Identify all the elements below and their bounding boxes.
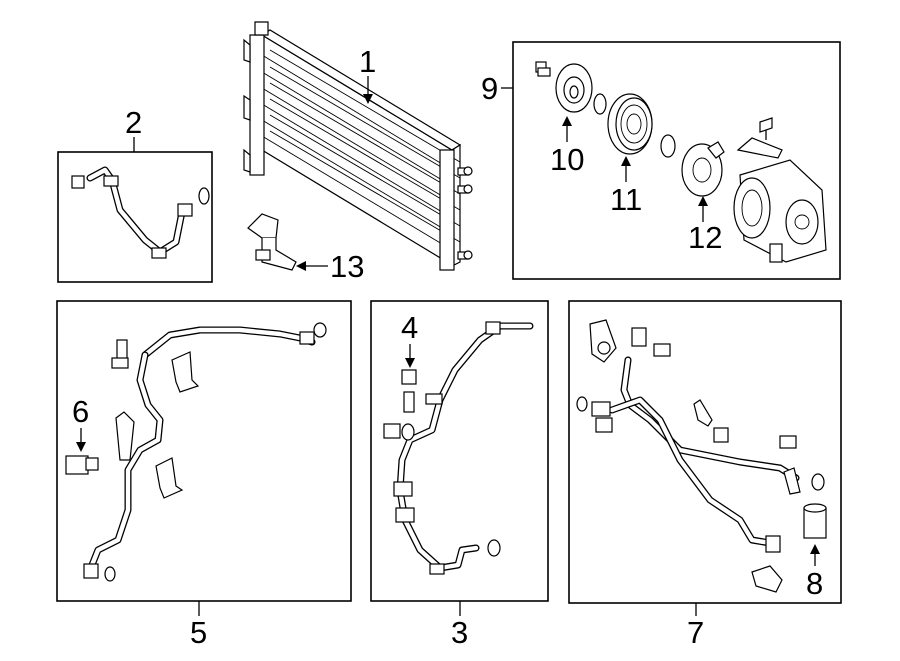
fitting-part-4 bbox=[401, 369, 417, 413]
callout-3: 3 bbox=[451, 601, 468, 650]
callout-label-13: 13 bbox=[330, 249, 364, 284]
callout-label-11: 11 bbox=[610, 182, 642, 217]
pressure-switch-part-6 bbox=[65, 455, 99, 475]
callout-10: 10 bbox=[550, 116, 584, 177]
callout-11: 11 bbox=[610, 156, 642, 217]
box-part-5 bbox=[56, 300, 352, 602]
callout-label-3: 3 bbox=[451, 615, 468, 650]
callout-6: 6 bbox=[72, 394, 89, 452]
callout-13: 13 bbox=[296, 249, 364, 284]
condenser bbox=[243, 21, 473, 271]
callout-label-5: 5 bbox=[190, 615, 207, 650]
box-part-7 bbox=[568, 300, 842, 604]
callout-label-10: 10 bbox=[550, 142, 584, 177]
callout-8: 8 bbox=[806, 544, 823, 601]
hose-part-3 bbox=[383, 321, 534, 575]
hose-part-5 bbox=[83, 322, 327, 582]
callout-9: 9 bbox=[481, 71, 513, 106]
compressor-bolt bbox=[535, 61, 551, 77]
callout-label-12: 12 bbox=[688, 220, 722, 255]
condenser-bracket bbox=[247, 213, 297, 271]
callout-label-6: 6 bbox=[72, 394, 89, 429]
compressor-body bbox=[733, 117, 827, 263]
callout-label-9: 9 bbox=[481, 71, 498, 106]
callout-12: 12 bbox=[688, 196, 722, 255]
callout-label-1: 1 bbox=[359, 44, 376, 79]
callout-5: 5 bbox=[190, 601, 207, 650]
callout-label-8: 8 bbox=[806, 566, 823, 601]
hose-part-2 bbox=[71, 166, 210, 259]
callout-4: 4 bbox=[401, 310, 418, 368]
callout-label-4: 4 bbox=[401, 310, 418, 345]
clutch-hub bbox=[555, 63, 607, 115]
callout-2: 2 bbox=[125, 105, 142, 152]
callout-label-2: 2 bbox=[125, 105, 142, 140]
callout-7: 7 bbox=[687, 603, 704, 650]
line-assembly-part-7 bbox=[576, 319, 825, 593]
drier-part-8 bbox=[803, 503, 827, 539]
box-part-2 bbox=[57, 151, 213, 283]
clutch-pulley bbox=[607, 93, 676, 158]
clutch-coil bbox=[681, 141, 725, 197]
box-part-9 bbox=[512, 41, 841, 280]
callout-1: 1 bbox=[359, 44, 376, 104]
callout-label-7: 7 bbox=[687, 615, 704, 650]
